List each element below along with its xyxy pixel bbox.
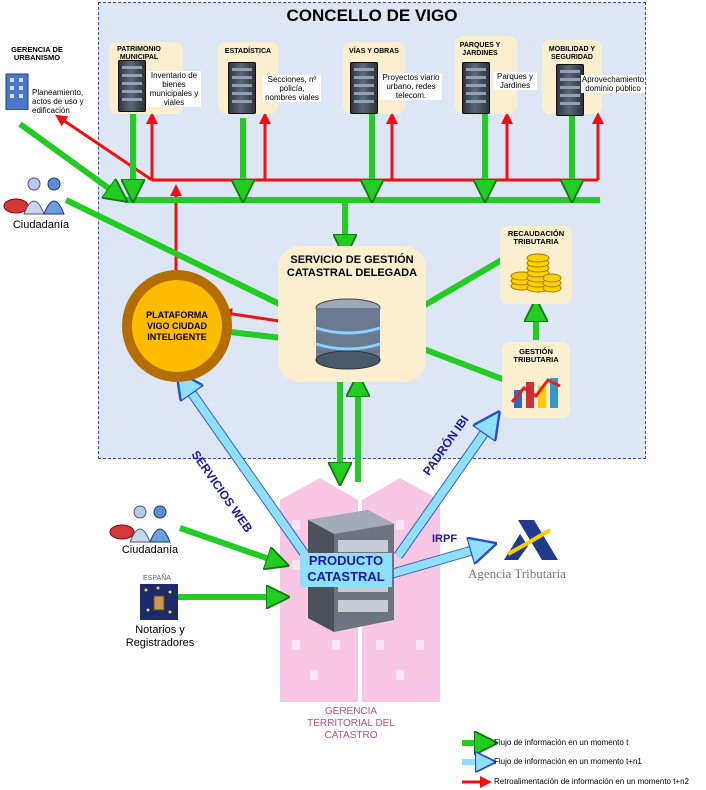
legend-item-red: Retroalimentación de información en un m… (494, 777, 689, 786)
gerencia-urbanismo-title: GERENCIA DE URBANISMO (11, 45, 63, 62)
gestion-title: GESTIÓN TRIBUTARIA (513, 347, 559, 364)
server-icon (556, 64, 584, 116)
dept-parques-title: PARQUES Y JARDINES (459, 42, 501, 57)
gestion-box (502, 342, 570, 418)
dept-movilidad-desc: Aprovechamiento dominio público (581, 75, 645, 93)
dept-vias-desc: Proyectos viario urbano, redes telecom. (380, 73, 442, 100)
coins-icon (510, 253, 562, 293)
dept-movilidad-title: MOBILIDAD Y SEGURIDAD (548, 46, 596, 61)
gerencia-urbanismo-desc: Planeamiento, actos de uso y edificación (32, 88, 84, 115)
concello-title: CONCELLO DE VIGO (286, 6, 458, 25)
database-icon (315, 298, 381, 370)
ciudadania-bottom-label: Ciudadanía (121, 544, 179, 556)
plataforma-label: PLATAFORMA VIGO CIUDAD INTELIGENTE (146, 310, 208, 342)
dept-vias-title: VÍAS Y OBRAS (349, 48, 399, 55)
citizens-icon (109, 505, 171, 543)
dept-patrimonio-desc: Inventario de bienes municipales y viale… (147, 71, 201, 107)
producto-catastral-label: PRODUCTO CATASTRAL (300, 553, 392, 587)
recaudacion-title: RECAUDACIÓN TRIBUTARIA (507, 229, 565, 246)
building-icon (5, 73, 29, 110)
espana-text: ESPAÑA (143, 575, 171, 582)
agencia-tributaria-label: Agencia Tributaria (468, 566, 566, 581)
legend-item-green: Flujo de información en un momento t (494, 738, 629, 747)
server-icon (462, 62, 490, 114)
chart-icon (510, 378, 561, 408)
dept-parques-desc: Parques y Jardines (493, 72, 537, 90)
notarios-label: Notarios y Registradores (125, 624, 195, 649)
dept-estadistica-desc: Secciones, nº policía, nombres viales (263, 75, 321, 102)
server-icon (350, 62, 378, 114)
gerencia-territorial-label: GERENCIA TERRITORIAL DEL CATASTRO (307, 706, 395, 741)
dept-estadistica-title: ESTADÍSTICA (224, 48, 272, 55)
legend-item-blue: Flujo de información en un momento t+n1 (494, 757, 642, 766)
notary-icon (140, 584, 178, 620)
ciudadania-top-label: Ciudadanía (12, 219, 70, 231)
server-icon (118, 60, 146, 112)
servicio-catastral-title: SERVICIO DE GESTIÓN CATASTRAL DELEGADA (286, 254, 418, 279)
citizens-icon (3, 177, 65, 215)
server-icon (228, 62, 256, 114)
plataforma-circle (132, 280, 222, 372)
irpf-label: IRPF (432, 533, 458, 545)
dept-patrimonio-title: PATRIMONIO MUNICIPAL (117, 46, 161, 61)
agencia-tributaria-logo-icon (504, 520, 558, 560)
